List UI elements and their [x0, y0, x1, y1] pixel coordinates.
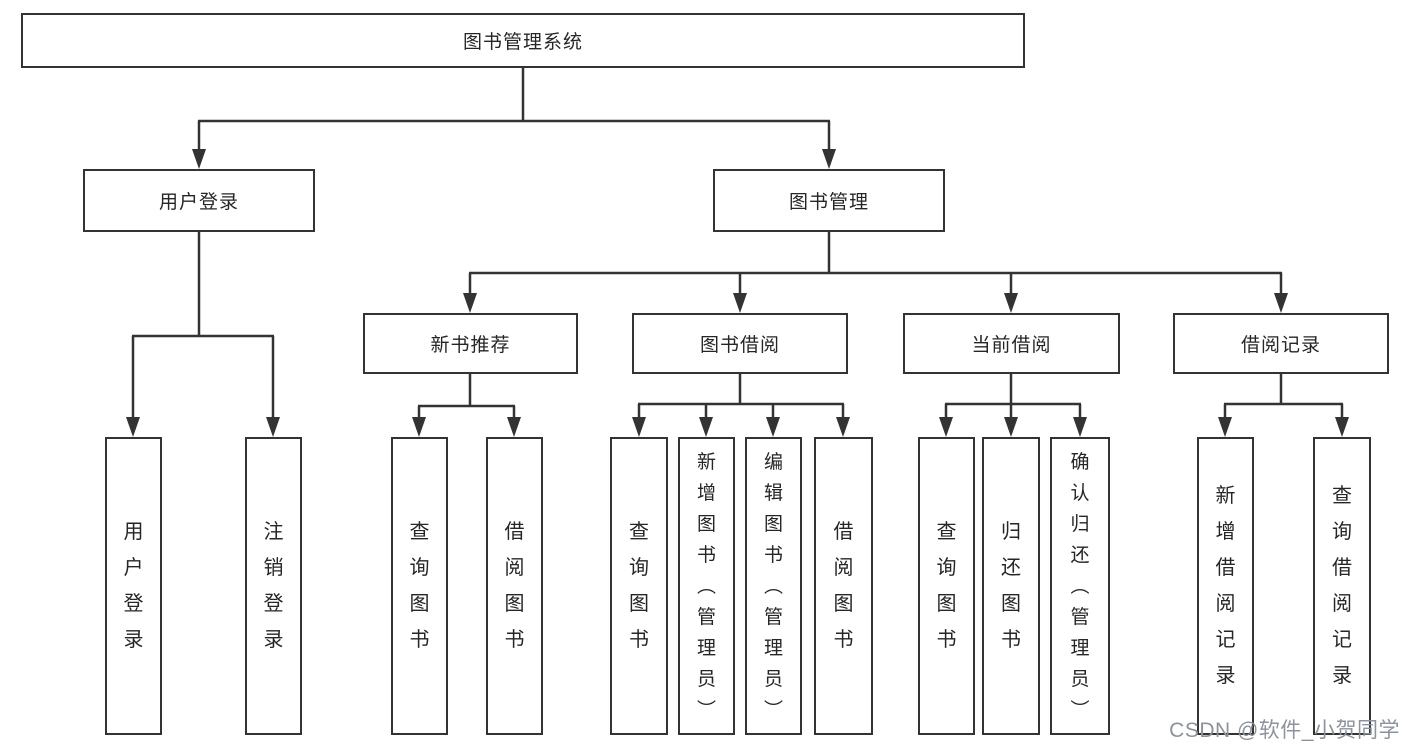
leaf-add-book-admin: 新增图书︵管理员︶ [678, 437, 735, 735]
arrowhead-icon [126, 417, 140, 437]
arrowhead-icon [507, 417, 521, 437]
arrowhead-icon [1335, 417, 1349, 437]
leaf-query-borrow-record: 查询借阅记录 [1313, 437, 1371, 735]
leaf-borrow-book: 借阅图书 [814, 437, 873, 735]
arrowhead-icon [1004, 417, 1018, 437]
node-borrow-record: 借阅记录 [1173, 313, 1389, 374]
arrowhead-icon [766, 417, 780, 437]
leaf-current-query-book: 查询图书 [918, 437, 975, 735]
node-book-management: 图书管理 [713, 169, 945, 232]
leaf-edit-book-admin: 编辑图书︵管理员︶ [745, 437, 802, 735]
leaf-add-borrow-record: 新增借阅记录 [1197, 437, 1254, 735]
leaf-borrow-query-book: 查询图书 [610, 437, 668, 735]
leaf-return-book: 归还图书 [982, 437, 1040, 735]
node-root: 图书管理系统 [21, 13, 1025, 68]
leaf-confirm-return-admin: 确认归还︵管理员︶ [1050, 437, 1110, 735]
leaf-logout: 注销登录 [245, 437, 302, 735]
arrowhead-icon [699, 417, 713, 437]
node-user-login: 用户登录 [83, 169, 315, 232]
csdn-watermark: CSDN @软件_小贺同学 [1169, 719, 1400, 742]
leaf-recommend-borrow-book: 借阅图书 [486, 437, 543, 735]
arrowhead-icon [836, 417, 850, 437]
arrowhead-icon [192, 149, 206, 169]
node-book-borrow: 图书借阅 [632, 313, 848, 374]
arrowhead-icon [939, 417, 953, 437]
arrowhead-icon [463, 293, 477, 313]
arrowhead-icon [1218, 417, 1232, 437]
leaf-user-login: 用户登录 [105, 437, 162, 735]
arrowheads [126, 149, 1349, 437]
arrowhead-icon [266, 417, 280, 437]
tree-edges [131, 68, 1344, 420]
arrowhead-icon [1073, 417, 1087, 437]
arrowhead-icon [412, 417, 426, 437]
leaf-recommend-query-book: 查询图书 [391, 437, 448, 735]
node-current-borrow: 当前借阅 [903, 313, 1120, 374]
arrowhead-icon [733, 293, 747, 313]
node-new-book-recommend: 新书推荐 [363, 313, 578, 374]
arrowhead-icon [822, 149, 836, 169]
arrowhead-icon [1004, 293, 1018, 313]
arrowhead-icon [1274, 293, 1288, 313]
arrowhead-icon [632, 417, 646, 437]
